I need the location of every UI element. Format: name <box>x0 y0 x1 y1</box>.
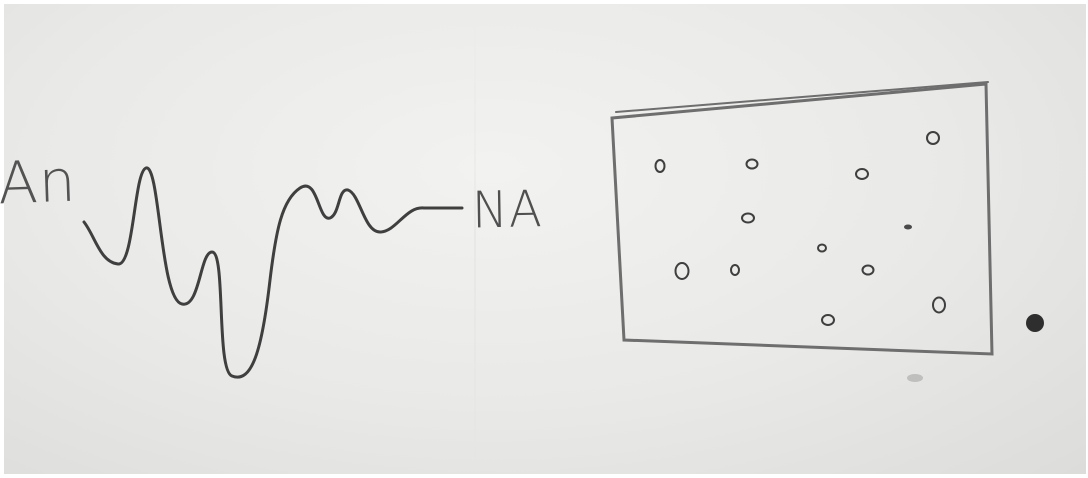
dot-circle <box>863 266 874 275</box>
smudge <box>907 374 923 382</box>
dot-circle <box>731 265 739 275</box>
dot-circle <box>742 214 754 223</box>
left-label: An <box>0 147 78 218</box>
rectangle-box <box>612 84 992 354</box>
dark-spot <box>1026 314 1044 332</box>
dot-circle <box>656 160 665 172</box>
dot-circle <box>747 160 758 169</box>
dot-circle <box>818 245 826 252</box>
right-label: NA <box>472 180 544 240</box>
dot-circle <box>676 263 689 279</box>
wavy-line <box>84 168 462 377</box>
dot-circle <box>927 132 939 144</box>
dot-circle <box>856 169 868 179</box>
rectangle-top-double-line <box>616 82 988 112</box>
dot-circle <box>933 298 945 313</box>
dot-circle <box>822 315 834 325</box>
dot-filled <box>904 225 912 230</box>
